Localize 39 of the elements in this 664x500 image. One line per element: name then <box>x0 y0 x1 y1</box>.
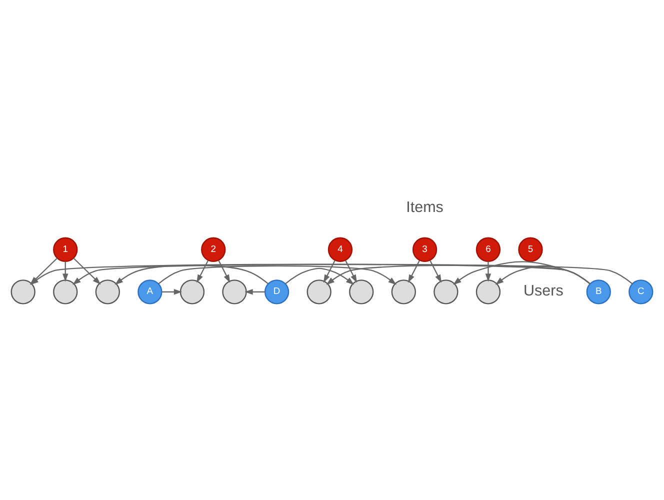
arrow <box>326 264 590 284</box>
node-circle <box>391 279 416 304</box>
node-circle <box>476 279 501 304</box>
arrow <box>485 260 492 282</box>
arrow <box>323 260 336 282</box>
arrow <box>344 260 357 282</box>
arrow <box>453 260 590 284</box>
node-circle <box>349 279 374 304</box>
arrow <box>244 288 265 294</box>
node-circle: 1 <box>53 236 78 262</box>
label: Items <box>406 198 444 216</box>
arrow <box>218 260 230 282</box>
arrow <box>73 257 101 284</box>
node-circle <box>306 279 332 304</box>
arrow <box>62 260 68 282</box>
node-circle <box>222 279 247 304</box>
node-circle: 5 <box>518 236 543 262</box>
node-circle <box>10 279 36 304</box>
node-circle: B <box>586 279 611 304</box>
node-circle: C <box>628 279 654 304</box>
node-circle: A <box>138 279 162 304</box>
arrow <box>158 264 396 284</box>
arrow <box>495 264 590 284</box>
node-circle <box>434 279 458 304</box>
arrow <box>114 264 269 284</box>
node-circle: 3 <box>412 236 438 262</box>
arrow <box>408 260 420 282</box>
node-circle: D <box>264 279 290 304</box>
node-circle <box>95 279 120 304</box>
node-circle: 2 <box>201 236 226 262</box>
node-circle: 6 <box>476 236 501 262</box>
arrow <box>430 260 442 282</box>
node-circle <box>53 279 78 304</box>
node-circle: 4 <box>328 236 353 262</box>
arrow <box>196 260 209 282</box>
node-circle <box>180 279 205 304</box>
label: Users <box>524 282 564 300</box>
arrow <box>285 267 354 284</box>
arrow <box>162 288 182 294</box>
